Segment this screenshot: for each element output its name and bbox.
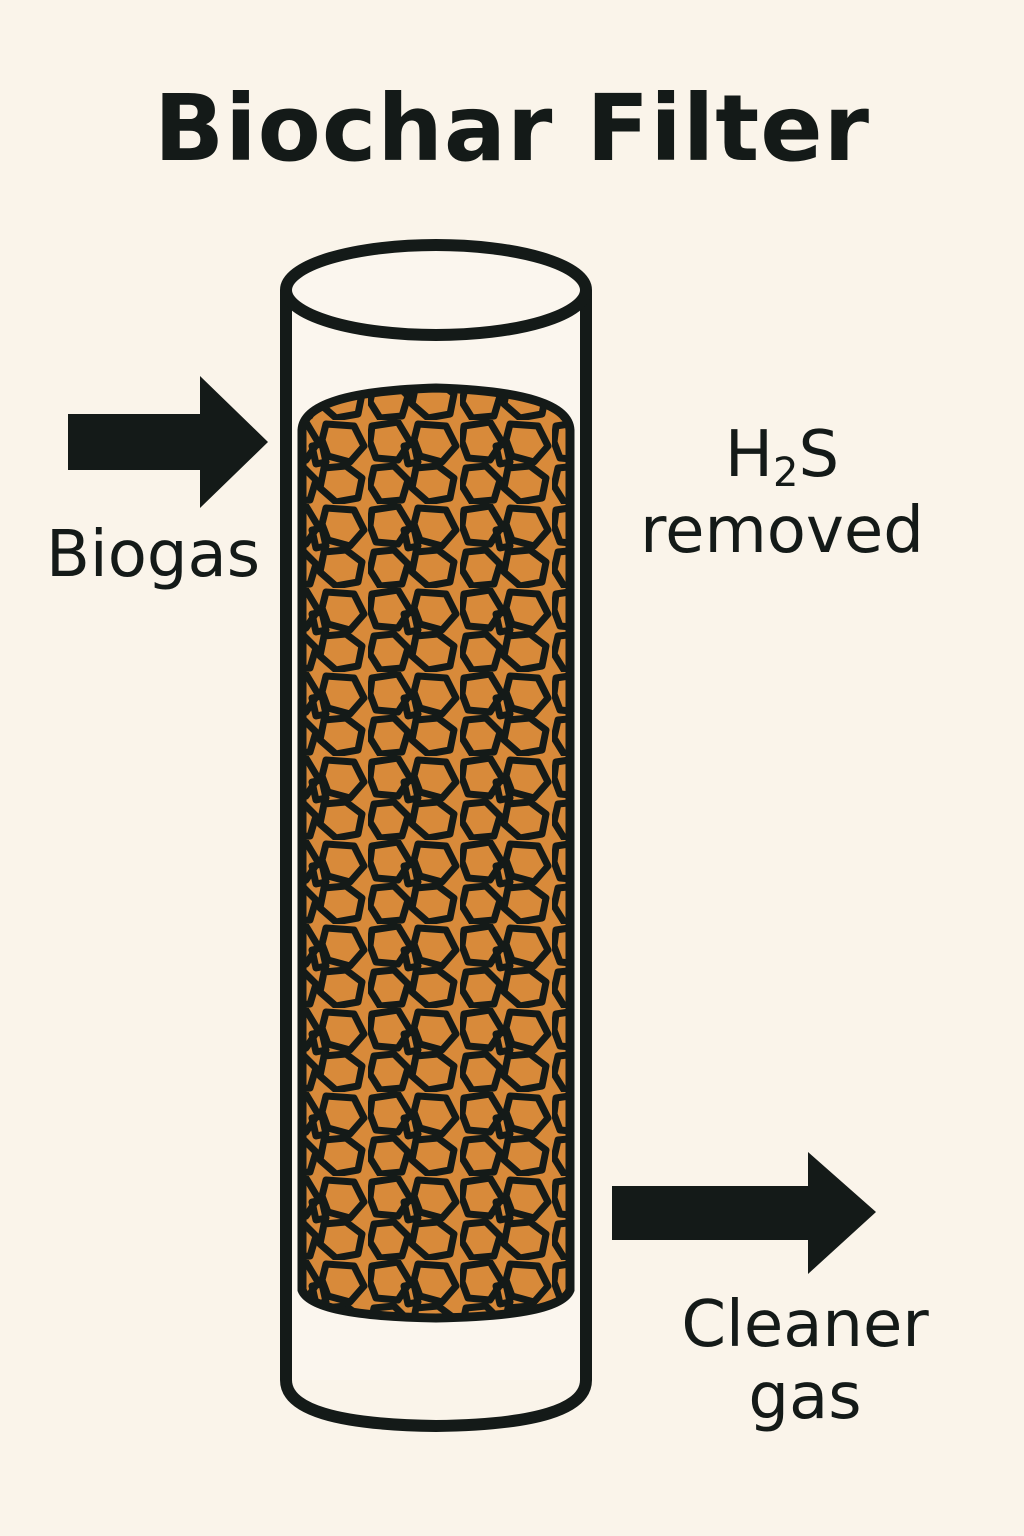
biochar-bed xyxy=(297,383,575,1323)
inlet-label: Biogas xyxy=(46,518,261,592)
outlet-label-line1: Cleaner xyxy=(681,1288,929,1362)
outlet-label: Cleaner gas xyxy=(660,1288,950,1434)
removed-text: removed xyxy=(640,493,924,568)
arrow-right-icon xyxy=(68,376,268,508)
arrow-right-icon xyxy=(612,1152,876,1274)
column-bottom-rim xyxy=(280,1379,592,1433)
diagram-title: Biochar Filter xyxy=(153,75,871,182)
outlet-label-line2: gas xyxy=(748,1359,862,1434)
h2s-removed-label: H2S removed xyxy=(622,418,942,568)
filter-column xyxy=(280,239,592,1433)
column-top-rim xyxy=(280,239,592,341)
h2s-formula: H2S xyxy=(724,418,840,496)
